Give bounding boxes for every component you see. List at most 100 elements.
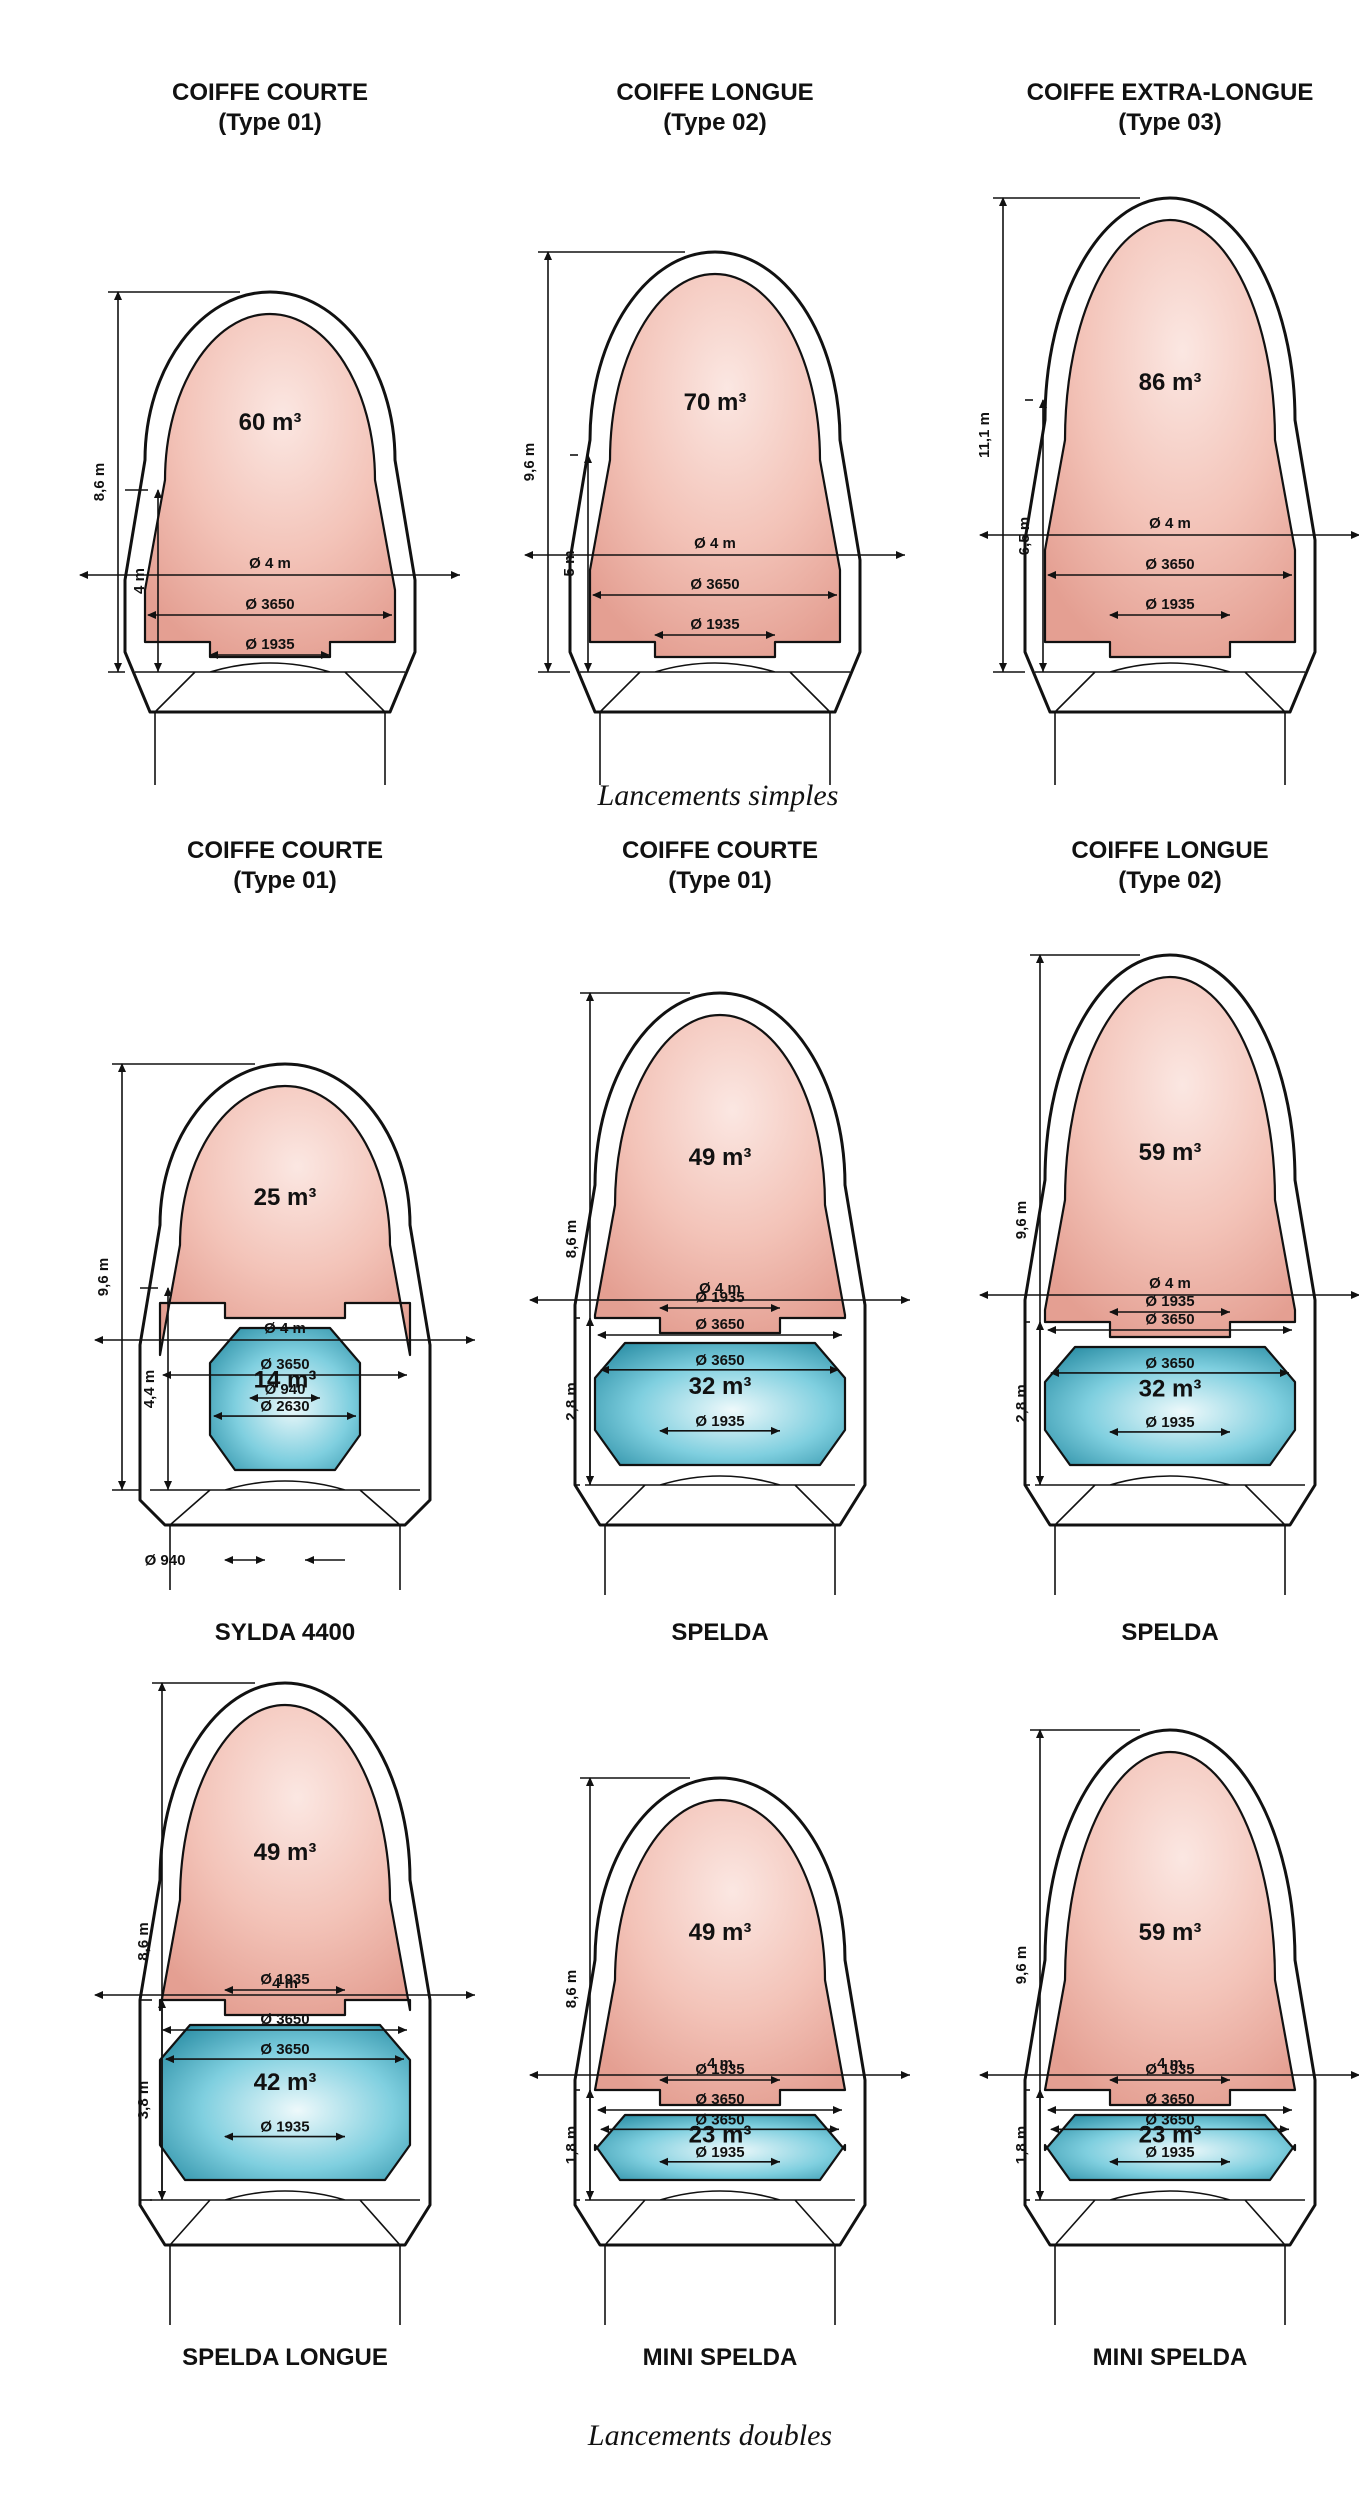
fairing-figures: COIFFE COURTE(Type 01)60 m³Ø 4 mØ 3650Ø … [79, 79, 1359, 2371]
upper-volume-label: 49 m³ [689, 1919, 752, 1946]
total-height-label: 9,6 m [1013, 1201, 1030, 1239]
fairing-title: COIFFE EXTRA-LONGUE [1027, 79, 1314, 106]
lower-height-label: 4 m [131, 568, 148, 594]
lower-base-diameter-label: Ø 1935 [695, 1413, 744, 1430]
fairing-single-01: COIFFE COURTE (Type 01) 60 m³ Ø 4 m Ø 3650 Ø … [79, 79, 460, 785]
base-diameter-label: Ø 1935 [260, 1971, 309, 1988]
total-height-label: 8,6 m [563, 1220, 580, 1258]
upper-volume-label: 59 m³ [1139, 1919, 1202, 1946]
lower-mid-diameter-label: Ø 3650 [1145, 1355, 1194, 1372]
mid-diameter-label: Ø 3650 [1145, 2091, 1194, 2108]
lower-height-label: 5 m [561, 551, 578, 577]
outer-diameter-label: Ø 4 m [699, 1280, 741, 1297]
base-diameter-label: Ø 1935 [1145, 2061, 1194, 2078]
upper-payload-volume [1043, 1750, 1297, 2107]
outer-diameter-label: Ø 4 m [264, 1320, 306, 1337]
outer-diameter-label: 4 m [707, 2055, 733, 2072]
caption-single-launches: Lancements simples [597, 779, 839, 812]
mid-diameter-label: Ø 3650 [260, 2011, 309, 2028]
adapter-ring [150, 2190, 420, 2246]
fairing-type: (Type 03) [1118, 109, 1222, 136]
upper-payload-volume [593, 1013, 847, 1335]
outer-diameter-label: Ø 4 m [694, 535, 736, 552]
upper-payload-volume [593, 1798, 847, 2107]
fairing-type: (Type 01) [218, 109, 322, 136]
mid-diameter-label: Ø 3650 [695, 1316, 744, 1333]
mid-diameter-label: Ø 3650 [1145, 556, 1194, 573]
lower-base-diameter-label: Ø 1935 [260, 2119, 309, 2136]
mid-diameter-label: Ø 3650 [260, 1356, 309, 1373]
base-diameter-label: Ø 1935 [695, 2061, 744, 2078]
fairing-title: COIFFE COURTE [172, 79, 368, 106]
total-height-label: 9,6 m [1013, 1946, 1030, 1984]
upper-volume-label: 49 m³ [254, 1839, 317, 1866]
fairing-type: (Type 01) [668, 867, 772, 894]
lower-height-label: 1,8 m [563, 2126, 580, 2164]
upper-volume-label: 86 m³ [1139, 369, 1202, 396]
adapter-ring [580, 662, 850, 713]
upper-payload-volume [158, 1084, 412, 1357]
lower-mid-diameter-label: Ø 3650 [695, 1352, 744, 1369]
lower-diameter-label: Ø 2630 [260, 1398, 309, 1415]
fairing-type: (Type 02) [1118, 867, 1222, 894]
adapter-name: SPELDA [1121, 1619, 1218, 1646]
mid-diameter-label: Ø 3650 [695, 2091, 744, 2108]
mid-diameter-label: Ø 3650 [1145, 1311, 1194, 1328]
outer-diameter-label: Ø 4 m [1149, 515, 1191, 532]
upper-volume-label: 49 m³ [689, 1144, 752, 1171]
fairing-type: (Type 02) [663, 109, 767, 136]
lower-height-label: 6,5 m [1016, 517, 1033, 555]
outer-diameter-label: Ø 4 m [1149, 1275, 1191, 1292]
adapter-name: SYLDA 4400 [215, 1619, 356, 1646]
mid-diameter-label: Ø 3650 [690, 576, 739, 593]
adapter-name: SPELDA LONGUE [182, 2344, 388, 2371]
fairing-title: COIFFE LONGUE [616, 79, 813, 106]
lower-base-diameter-label: Ø 1935 [695, 2144, 744, 2161]
fairing-title: COIFFE LONGUE [1071, 837, 1268, 864]
adapter-name: SPELDA [671, 1619, 768, 1646]
adapter-ring [1035, 662, 1305, 713]
mid-diameter-label: Ø 3650 [245, 596, 294, 613]
adapter-ring [1035, 2190, 1305, 2246]
outer-diameter-label: Ø 4 m [249, 555, 291, 572]
base-diameter-label: Ø 1935 [1145, 1293, 1194, 1310]
small-diameter-label: Ø 940 [265, 1381, 306, 1398]
adapter-ring [585, 2190, 855, 2246]
base-diameter-label: Ø 1935 [690, 616, 739, 633]
lower-height-label: 2,8 m [1013, 1384, 1030, 1422]
fairing-title: COIFFE COURTE [622, 837, 818, 864]
total-height-label: 8,6 m [563, 1970, 580, 2008]
outer-diameter-label: 4 m [1157, 2055, 1183, 2072]
fairing-title: COIFFE COURTE [187, 837, 383, 864]
base-diameter-label: Ø 1935 [1145, 596, 1194, 613]
adapter-ring [135, 662, 405, 713]
adapter-name: MINI SPELDA [643, 2344, 798, 2371]
lower-base-diameter-label: Ø 1935 [1145, 2144, 1194, 2161]
lower-volume-label: 32 m³ [1139, 1376, 1202, 1403]
adapter-ring [150, 1480, 420, 1526]
upper-volume-label: 70 m³ [684, 389, 747, 416]
total-height-label: 9,6 m [521, 443, 538, 481]
fairing-single-02: COIFFE LONGUE (Type 02) 70 m³ Ø 4 m Ø 3650 Ø … [521, 79, 905, 785]
upper-payload-volume [1043, 218, 1297, 659]
total-height-label: 8,6 m [91, 463, 108, 501]
upper-payload-volume [588, 272, 842, 659]
caption-double-launches: Lancements doubles [587, 2419, 832, 2452]
lower-mid-diameter-label: Ø 3650 [1145, 2111, 1194, 2128]
lower-height-label: 1,8 m [1013, 2126, 1030, 2164]
base-diameter-label: Ø 1935 [695, 1289, 744, 1306]
lower-mid-diameter-label: Ø 3650 [695, 2111, 744, 2128]
total-height-label: 11,1 m [976, 412, 993, 458]
upper-volume-label: 60 m³ [239, 409, 302, 436]
adapter-name: MINI SPELDA [1093, 2344, 1248, 2371]
adapter-ring [1035, 1475, 1305, 1526]
base-diameter-label: Ø 1935 [245, 636, 294, 653]
upper-payload-volume [158, 1703, 412, 2017]
